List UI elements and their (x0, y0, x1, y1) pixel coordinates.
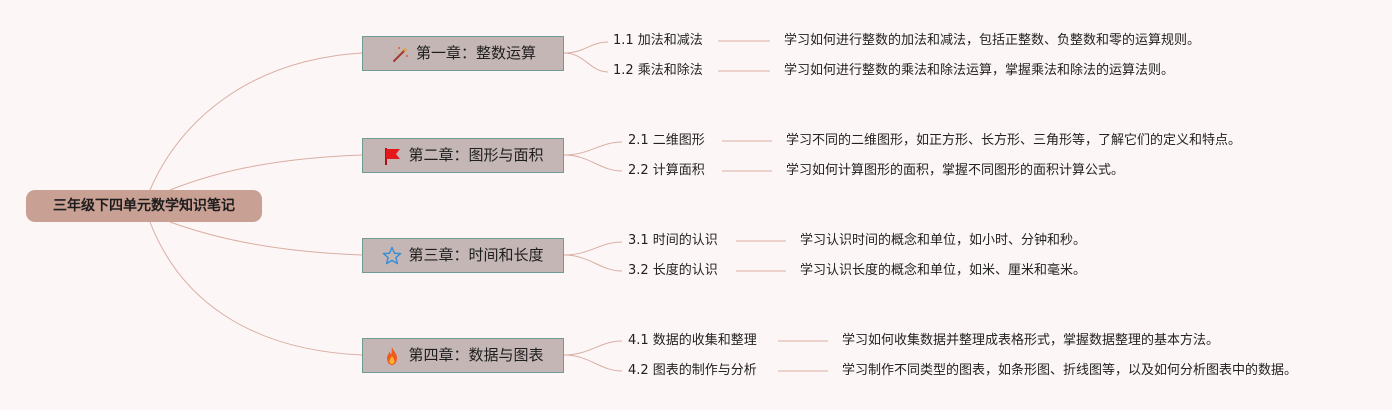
section-2-2-label[interactable]: 2.2 计算面积 (628, 163, 705, 178)
root-topic[interactable]: 三年级下四单元数学知识笔记 (26, 190, 262, 222)
section-1-2-description[interactable]: 学习如何进行整数的乘法和除法运算，掌握乘法和除法的运算法则。 (784, 63, 1175, 78)
section-1-1-description[interactable]: 学习如何进行整数的加法和减法，包括正整数、负整数和零的运算规则。 (784, 33, 1201, 48)
connector-ch3-s2 (563, 254, 623, 272)
chapter-4-title: 第四章：数据与图表 (408, 346, 544, 364)
chapter-3-node[interactable]: 第三章：时间和长度 (362, 238, 564, 273)
section-3-2-description[interactable]: 学习认识长度的概念和单位，如米、厘米和毫米。 (800, 263, 1087, 278)
chapter-1-node[interactable]: 第一章：整数运算 (362, 36, 564, 71)
section-4-2-description[interactable]: 学习制作不同类型的图表，如条形图、折线图等，以及如何分析图表中的数据。 (842, 363, 1298, 378)
section-2-1-description[interactable]: 学习不同的二维图形，如正方形、长方形、三角形等，了解它们的定义和特点。 (786, 133, 1242, 148)
red-flag-icon (382, 146, 402, 166)
section-1-2-label[interactable]: 1.2 乘法和除法 (613, 63, 703, 78)
chapter-4-node[interactable]: 第四章：数据与图表 (362, 338, 564, 373)
connector-ch2-s1 (563, 141, 623, 156)
chapter-2-node[interactable]: 第二章：图形与面积 (362, 138, 564, 173)
connector-ch2-s2 (563, 154, 623, 172)
connector-ch1-s1 (563, 41, 609, 54)
connector-ch3-s1 (563, 241, 623, 256)
section-1-1-label[interactable]: 1.1 加法和减法 (613, 33, 703, 48)
section-3-2-label[interactable]: 3.2 长度的认识 (628, 263, 718, 278)
connector-ch4-s2 (563, 354, 623, 372)
chapter-2-title: 第二章：图形与面积 (408, 146, 544, 164)
section-3-1-description[interactable]: 学习认识时间的概念和单位，如小时、分钟和秒。 (800, 233, 1087, 248)
connector-ch4-s1 (563, 340, 623, 356)
root-title: 三年级下四单元数学知识笔记 (53, 198, 235, 214)
connector-ch1-s2 (563, 52, 609, 73)
section-4-1-description[interactable]: 学习如何收集数据并整理成表格形式，掌握数据整理的基本方法。 (842, 333, 1220, 348)
magic-wand-icon (390, 44, 410, 64)
connector-root-ch2 (169, 154, 363, 191)
section-4-2-label[interactable]: 4.2 图表的制作与分析 (628, 363, 757, 378)
chapter-1-title: 第一章：整数运算 (415, 44, 536, 62)
section-4-1-label[interactable]: 4.1 数据的收集和整理 (628, 333, 757, 348)
connector-root-ch4 (149, 221, 363, 356)
connector-root-ch1 (149, 52, 363, 191)
section-2-1-label[interactable]: 2.1 二维图形 (628, 133, 705, 148)
star-outline-icon (382, 246, 402, 266)
connector-root-ch3 (169, 221, 363, 256)
chapter-3-title: 第三章：时间和长度 (408, 246, 544, 264)
section-2-2-description[interactable]: 学习如何计算图形的面积，掌握不同图形的面积计算公式。 (786, 163, 1125, 178)
fire-icon (382, 346, 402, 366)
section-3-1-label[interactable]: 3.1 时间的认识 (628, 233, 718, 248)
